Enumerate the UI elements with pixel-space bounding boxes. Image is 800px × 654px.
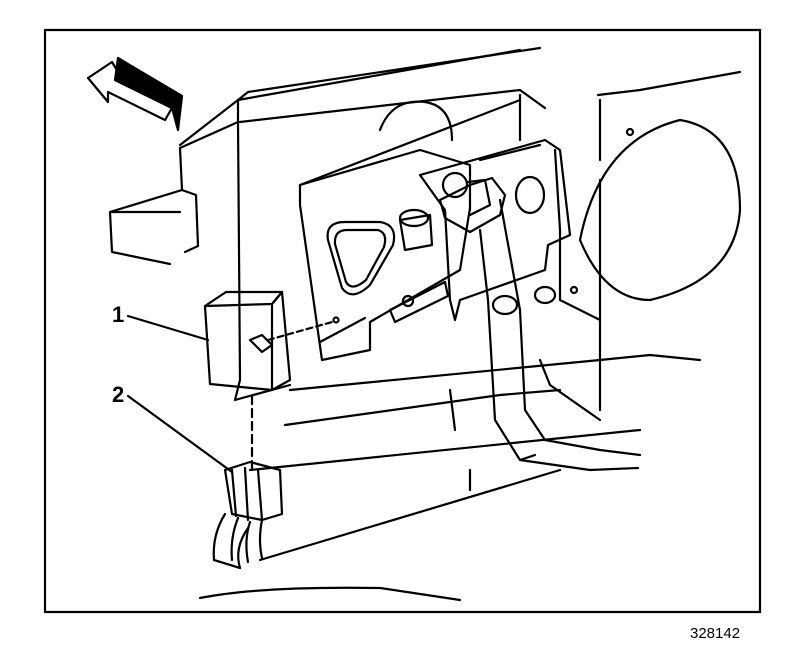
direction-arrow-icon (86, 56, 184, 132)
callout-2-leader (126, 394, 234, 474)
brake-pedal-arm (418, 138, 642, 472)
electrical-connector (212, 460, 284, 570)
mount-opening (378, 100, 454, 142)
instrument-panel (108, 46, 742, 602)
callout-label-1: 1 (112, 302, 125, 327)
callout-1-leader (126, 314, 210, 342)
frame-border (43, 28, 762, 614)
figure-id-label: 328142 (690, 625, 741, 642)
callout-label-2: 2 (112, 382, 125, 407)
pedal-bracket (298, 148, 472, 362)
stop-lamp-switch (203, 290, 340, 392)
